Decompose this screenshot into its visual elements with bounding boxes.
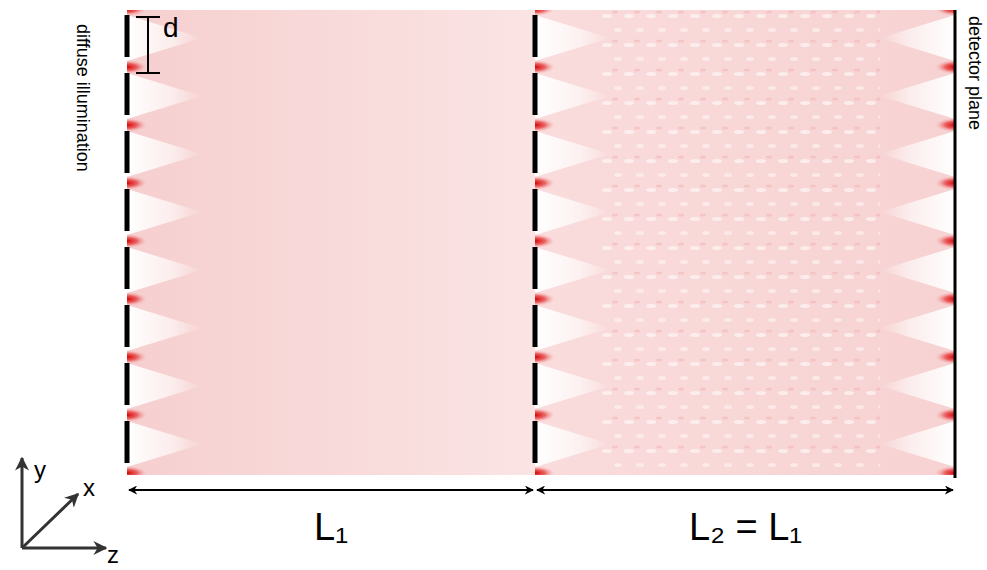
diffraction-cones xyxy=(535,10,625,475)
side-label: detector plane xyxy=(964,16,984,130)
grating xyxy=(533,15,538,470)
detector-line xyxy=(954,10,957,478)
side-label: diffuse illumination xyxy=(72,24,92,172)
axis-label: x xyxy=(83,475,95,501)
dimension-label: L₂ = L₁ xyxy=(689,507,802,549)
axis-label: y xyxy=(34,457,46,483)
axis-label: z xyxy=(107,542,119,568)
dimension-arrow xyxy=(537,489,953,491)
grating xyxy=(125,15,130,470)
field-region xyxy=(535,10,955,475)
talbot-image xyxy=(865,10,955,475)
field-region xyxy=(127,10,535,475)
diffraction-cones xyxy=(127,10,217,475)
period-bracket xyxy=(136,17,160,73)
dimension-label: L₁ xyxy=(314,507,348,549)
dimension-label: d xyxy=(163,13,179,44)
coordinate-axes xyxy=(22,458,106,548)
dimension-arrow xyxy=(129,489,533,491)
interference-pattern xyxy=(600,10,880,475)
